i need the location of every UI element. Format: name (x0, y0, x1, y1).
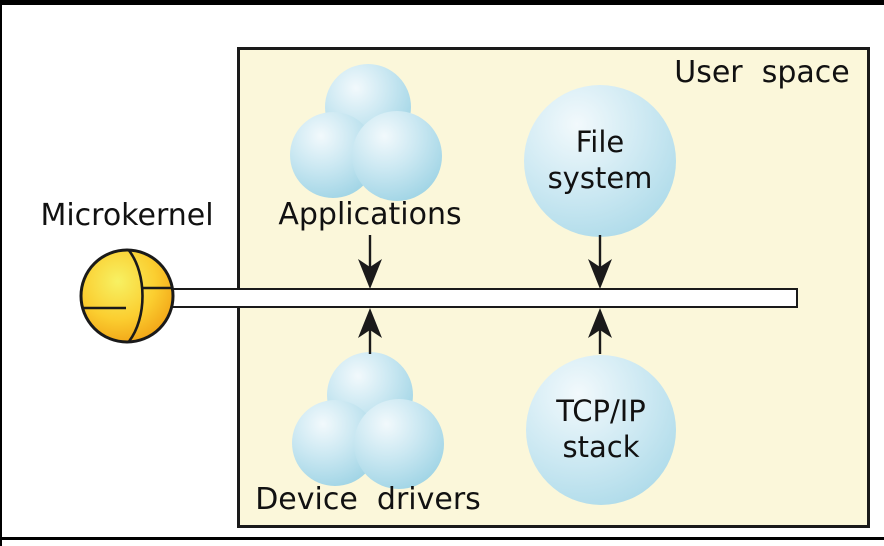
arrow-device-drivers-to-bus-icon (358, 308, 382, 354)
device-drivers-cluster-icon (292, 352, 444, 489)
file-system-node: File system (524, 85, 676, 237)
frame-top-edge (0, 0, 884, 5)
kernel-bus-bar (152, 288, 798, 308)
file-system-label-line2: system (547, 161, 653, 195)
device-drivers-label: Device drivers (255, 482, 481, 517)
arrow-file-system-to-bus-icon (588, 235, 612, 289)
file-system-label-line1: File (575, 125, 625, 160)
tcp-ip-stack-label-line2: stack (562, 430, 640, 464)
microkernel-label: Microkernel (40, 198, 214, 233)
arrow-tcp-ip-to-bus-icon (588, 308, 612, 354)
applications-label: Applications (278, 197, 462, 232)
tcp-ip-stack-node: TCP/IP stack (526, 355, 676, 505)
tcp-ip-stack-label-line1: TCP/IP (556, 394, 646, 429)
arrow-applications-to-bus-icon (358, 235, 382, 289)
microkernel-sphere-icon (79, 248, 175, 344)
applications-cluster-icon (290, 64, 442, 201)
frame-left-edge (0, 0, 2, 546)
frame-bottom-edge (0, 537, 884, 540)
user-space-label: User space (674, 55, 850, 90)
